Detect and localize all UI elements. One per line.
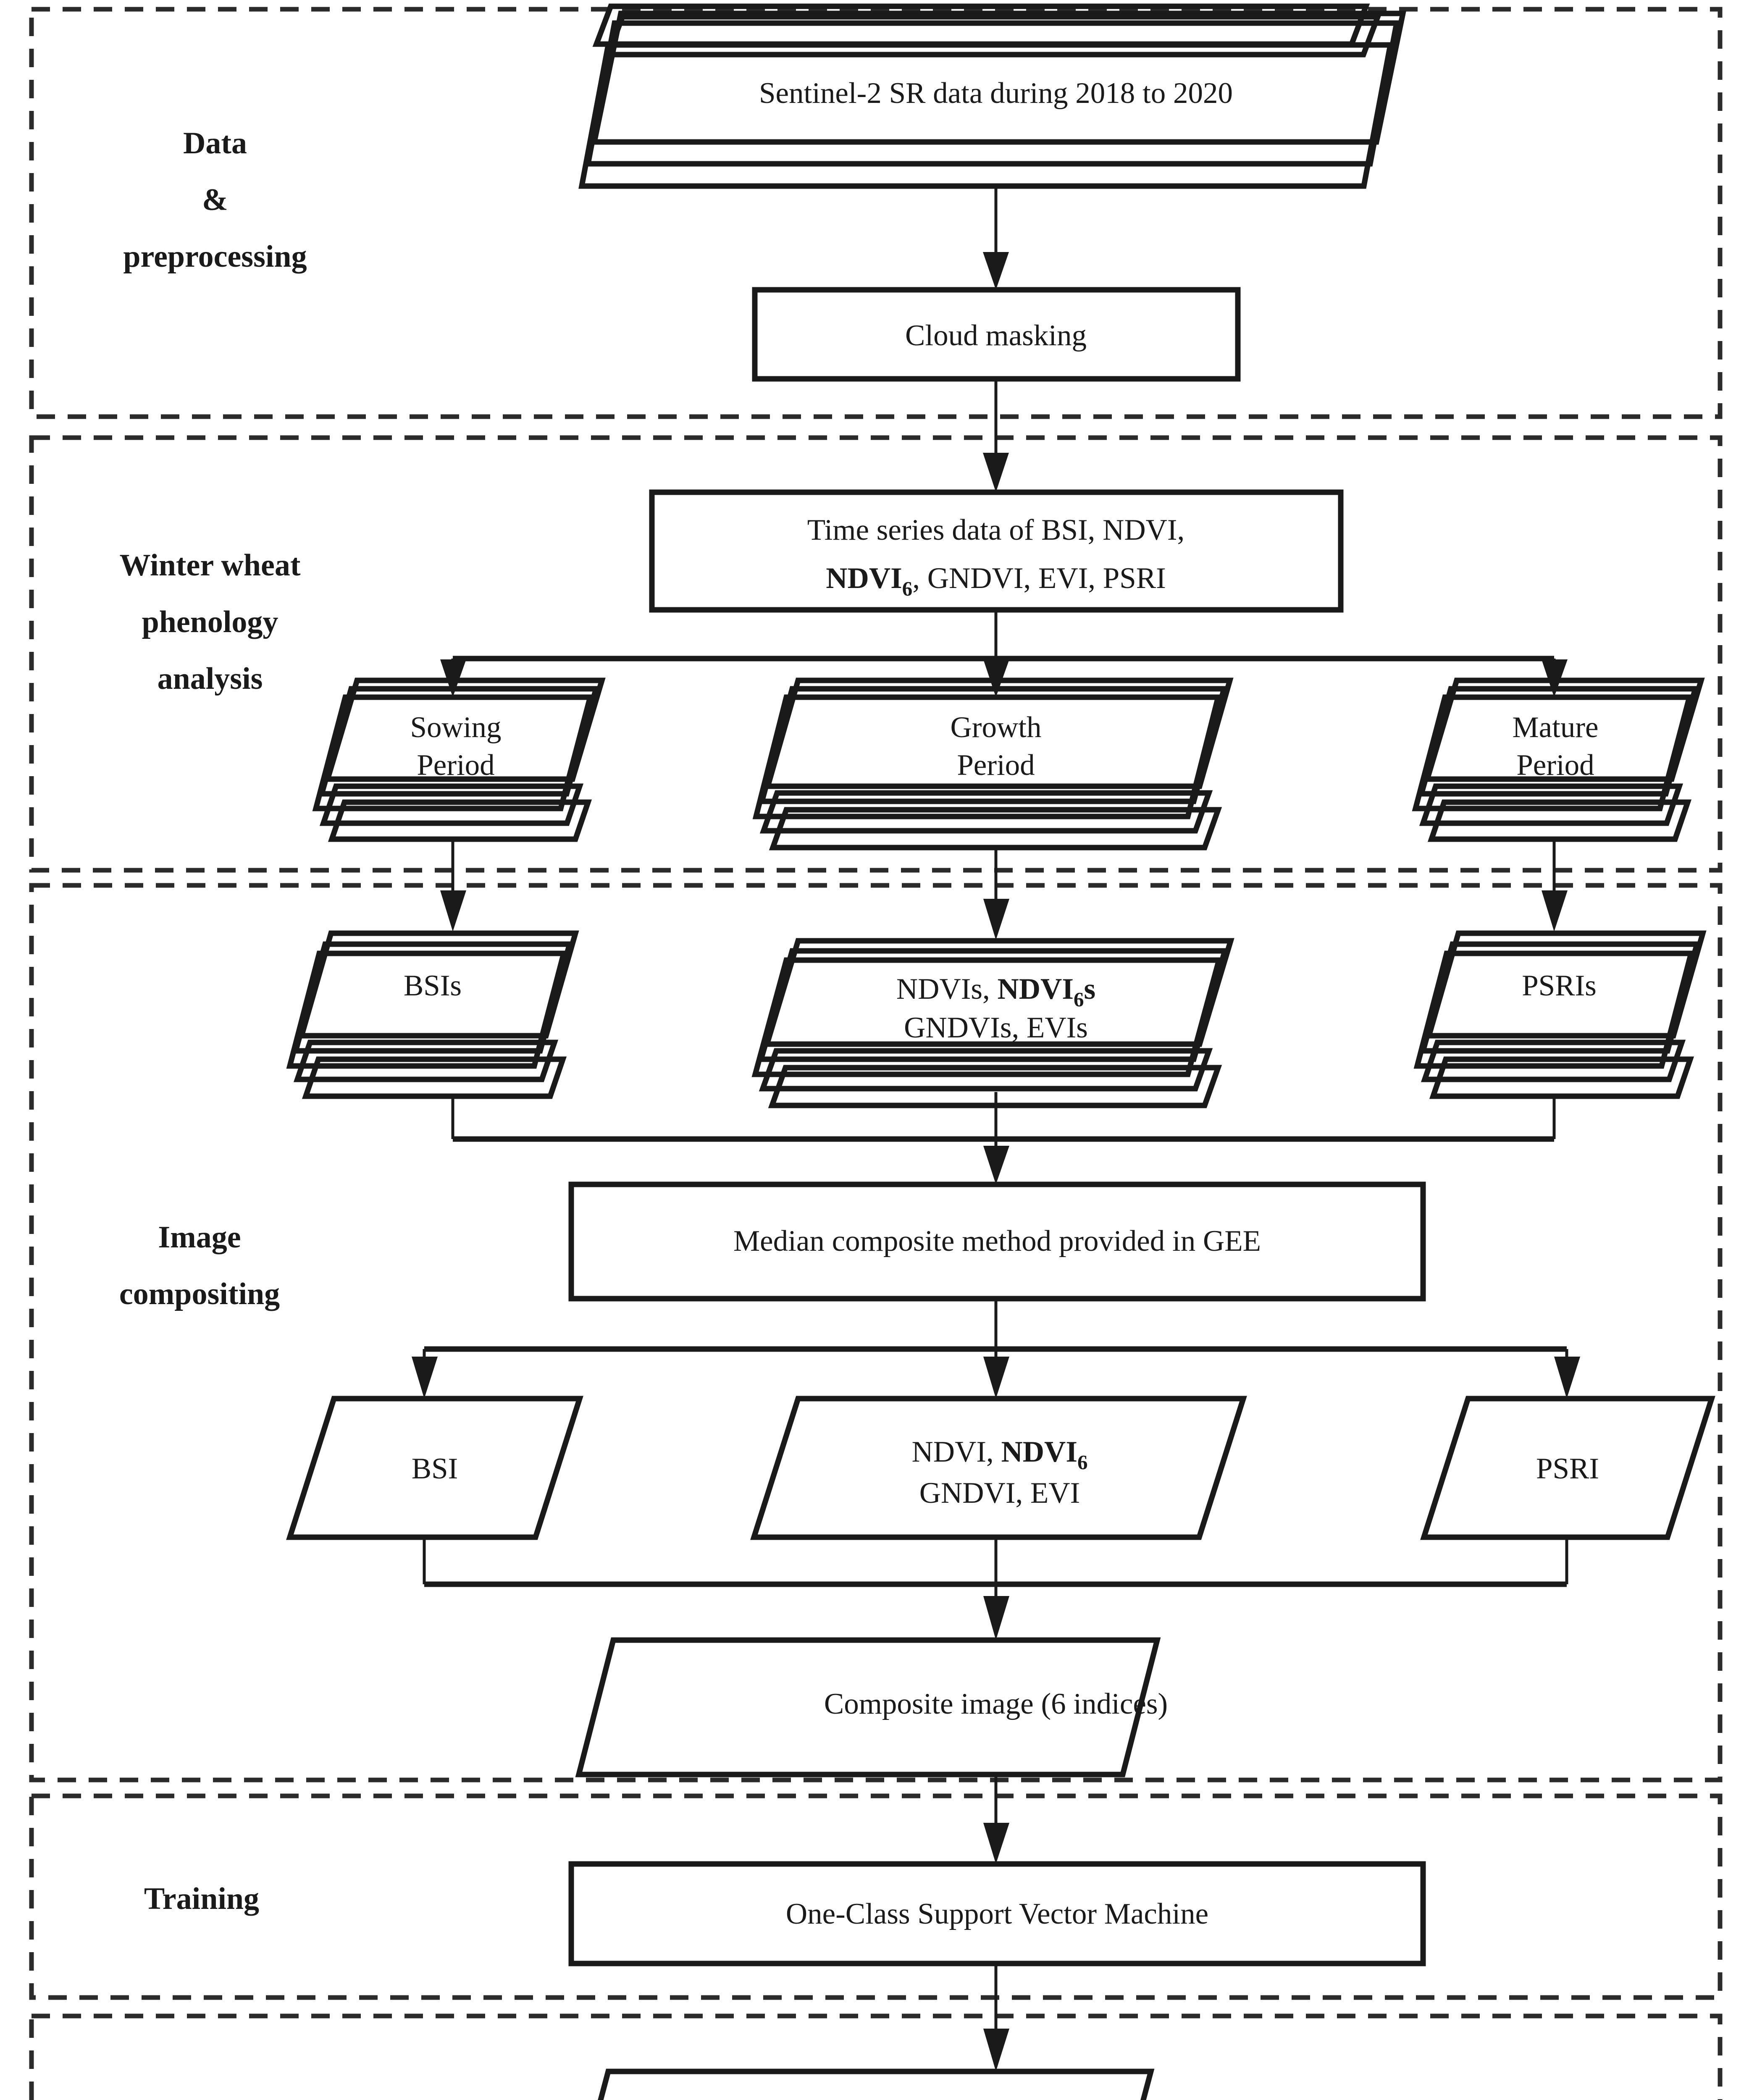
node-median-composite[interactable]: Median composite method provided in GEE — [568, 1181, 1426, 1302]
section-band-output — [29, 2013, 1723, 2100]
node-label-line1: NDVI, NDVI6 — [912, 1436, 1088, 1474]
section-label-line: & — [202, 183, 228, 217]
section-band-data-preprocessing — [29, 7, 1723, 419]
section-label-phenology: Winter wheat phenology analysis — [120, 548, 301, 696]
node-label-line2: Period — [957, 749, 1035, 782]
section-label-line: Data — [183, 126, 247, 160]
node-label: Cloud masking — [905, 319, 1087, 352]
section-band-compositing — [29, 883, 1723, 1782]
node-label: PSRI — [1536, 1452, 1599, 1485]
node-label-line2: GNDVI, EVI — [919, 1477, 1080, 1509]
node-label-ndvi6: NDVI — [1001, 1436, 1077, 1468]
edge-ocsvm-to-mapping — [983, 1964, 1009, 2071]
node-label: One-Class Support Vector Machine — [786, 1898, 1208, 1930]
node-time-series[interactable]: Time series data of BSI, NDVI, NDVI6, GN… — [649, 489, 1344, 613]
node-label-line1: Sowing — [410, 711, 502, 744]
edge-mature-to-psris — [1542, 838, 1568, 932]
node-label-line1: Growth — [951, 711, 1042, 744]
edge-composite-to-ocsvm — [983, 1774, 1009, 1864]
node-label: BSI — [412, 1452, 458, 1485]
node-label-line2: Period — [1516, 749, 1594, 782]
edge-cloudmask-to-timeseries — [983, 378, 1009, 492]
section-label-line: Image — [158, 1220, 241, 1255]
edge-indices-to-composite — [423, 1537, 1568, 1640]
node-label-line1: Mature — [1512, 711, 1598, 744]
node-mature-period[interactable]: Mature Period — [1412, 677, 1705, 842]
section-label-compositing: Image compositing — [119, 1220, 280, 1311]
edge-sowing-to-bsis — [440, 838, 466, 932]
edge-median-branch — [412, 1299, 1580, 1399]
section-label-line: phenology — [142, 605, 278, 639]
edge-source-to-cloudmask — [983, 186, 1009, 290]
node-label: Composite image (6 indices) — [824, 1688, 1168, 1720]
section-label-training: Training — [144, 1882, 259, 1916]
node-label-line1: NDVIs, NDVI6s — [896, 973, 1095, 1011]
node-label-rest: , GNDVI, EVI, PSRI — [912, 562, 1166, 595]
node-ndvis[interactable]: NDVIs, NDVI6s GNDVIs, EVIs — [751, 938, 1234, 1108]
node-psris[interactable]: PSRIs — [1413, 930, 1707, 1099]
node-ndvi[interactable]: NDVI, NDVI6 GNDVI, EVI — [750, 1396, 1247, 1540]
section-band-training — [29, 1793, 1723, 2000]
node-cloud-masking[interactable]: Cloud masking — [752, 287, 1241, 382]
node-source-data[interactable]: Sentinel-2 SR data during 2018 to 2020 — [578, 3, 1406, 189]
section-label-line: analysis — [158, 662, 263, 696]
node-label-subscript: 6 — [1074, 988, 1084, 1011]
node-composite-image[interactable]: Composite image (6 indices) — [575, 1637, 1168, 1777]
node-sowing-period[interactable]: Sowing Period — [312, 677, 606, 842]
section-band-phenology — [29, 435, 1723, 873]
node-mapping-result[interactable]: Mapping result — [579, 2068, 1155, 2100]
node-psri[interactable]: PSRI — [1420, 1396, 1715, 1540]
node-bsi[interactable]: BSI — [286, 1396, 583, 1540]
node-label-subscript: 6 — [902, 577, 913, 600]
node-label: BSIs — [404, 969, 462, 1002]
node-label-ndvi: NDVI, — [912, 1436, 1001, 1468]
node-label-subscript: 6 — [1077, 1451, 1088, 1474]
node-label-line2: Period — [417, 749, 494, 782]
node-growth-period[interactable]: Growth Period — [752, 677, 1234, 850]
node-label-ndvi: NDVI — [826, 562, 902, 595]
node-label-line2: NDVI6, GNDVI, EVI, PSRI — [826, 562, 1166, 600]
edge-timeseries-branch — [440, 609, 1568, 697]
section-label-line: preprocessing — [123, 239, 307, 274]
edge-growth-to-ndvis — [983, 846, 1009, 940]
node-label-plural: s — [1084, 973, 1095, 1005]
node-bsis[interactable]: BSIs — [286, 930, 579, 1099]
section-label-data-preprocessing: Data & preprocessing — [123, 126, 307, 274]
section-label-line: Winter wheat — [120, 548, 301, 583]
node-label: Sentinel-2 SR data during 2018 to 2020 — [759, 77, 1233, 110]
node-label: PSRIs — [1522, 969, 1597, 1002]
section-label-line: compositing — [119, 1277, 280, 1311]
node-label: Median composite method provided in GEE — [733, 1225, 1261, 1257]
node-ocsvm[interactable]: One-Class Support Vector Machine — [568, 1861, 1426, 1966]
node-label-ndvis: NDVIs, — [896, 973, 998, 1005]
node-label-ndvi6: NDVI — [998, 973, 1074, 1005]
node-label-line1: Time series data of BSI, NDVI, — [807, 514, 1185, 546]
section-label-line: Training — [144, 1882, 259, 1916]
node-label-line2: GNDVIs, EVIs — [904, 1011, 1088, 1044]
